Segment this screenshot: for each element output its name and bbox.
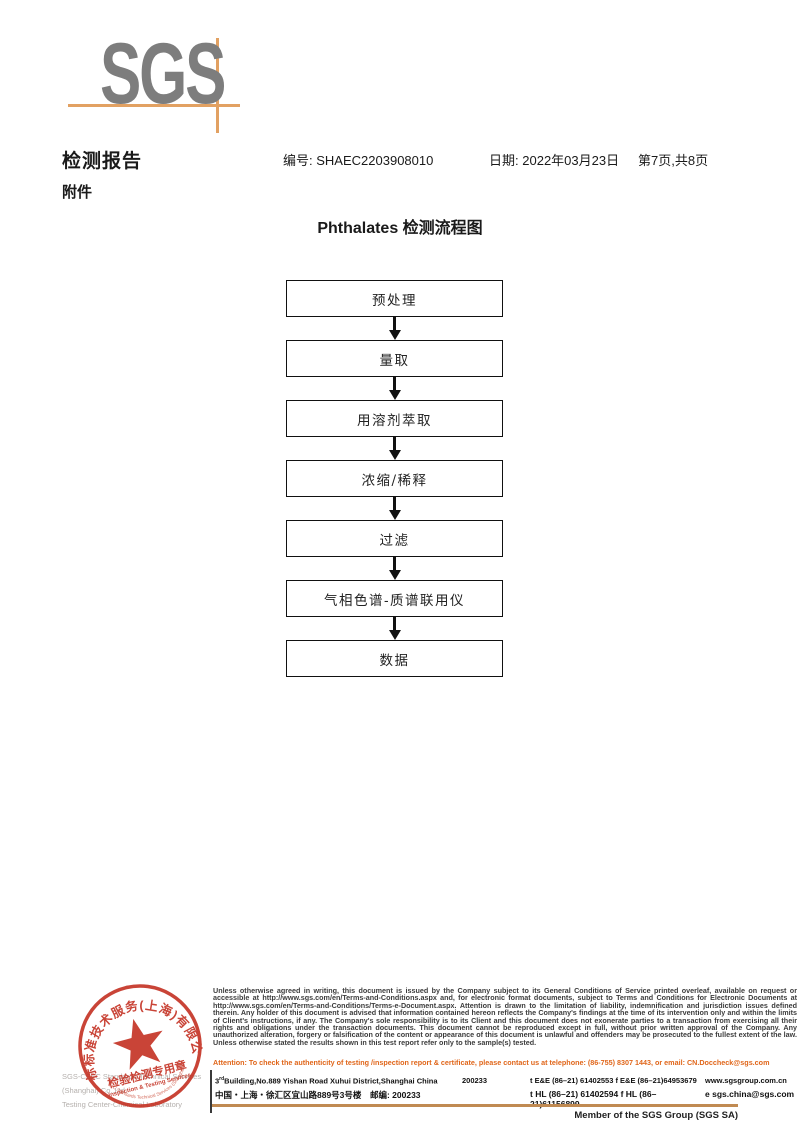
sgs-logo: SGS [100, 26, 226, 122]
logo-vertical-line [216, 38, 219, 133]
flowchart-step-pretreatment: 预处理 [286, 280, 503, 317]
page-title: 检测报告 [62, 151, 143, 172]
arrow-down-icon [286, 497, 503, 520]
phone-en: t E&E (86–21) 61402553 f E&E (86–21)6495… [530, 1076, 697, 1085]
arrow-down-icon [286, 317, 503, 340]
flowchart-step-filter: 过滤 [286, 520, 503, 557]
report-number: 编号: SHAEC2203908010 [283, 150, 433, 169]
email: e sgs.china@sgs.com [705, 1089, 795, 1099]
arrow-down-icon [286, 437, 503, 460]
address-divider-bar [210, 1070, 212, 1113]
postcode-en: 200233 [462, 1076, 488, 1085]
page-indicator: 第7页,共8页 [638, 153, 709, 168]
arrow-down-icon [286, 557, 503, 580]
attention-notice: Attention: To check the authenticity of … [213, 1058, 770, 1067]
flowchart-step-concentrate-dilute: 浓缩/稀释 [286, 460, 503, 497]
flowchart-step-gcms: 气相色谱-质谱联用仪 [286, 580, 503, 617]
report-date-value: 2022年03月23日 [522, 153, 620, 168]
flowchart-step-measure: 量取 [286, 340, 503, 377]
sgs-member-line: Member of the SGS Group (SGS SA) [574, 1110, 738, 1121]
logo-horizontal-line [68, 104, 240, 107]
address-en: 3rdBuilding,No.889 Yishan Road Xuhui Dis… [215, 1076, 438, 1086]
company-name: SGS-CSTC Standards Technical Services (S… [62, 1072, 202, 1095]
report-number-label: 编号: [283, 153, 313, 168]
attachment-label: 附件 [62, 184, 93, 201]
flowchart-step-data: 数据 [286, 640, 503, 677]
report-number-value: SHAEC2203908010 [316, 153, 434, 168]
website: www.sgsgroup.com.cn [705, 1076, 787, 1085]
arrow-down-icon [286, 377, 503, 400]
legal-disclaimer: Unless otherwise agreed in writing, this… [213, 986, 797, 1047]
arrow-down-icon [286, 617, 503, 640]
footer-rule [212, 1104, 738, 1107]
flowchart: 预处理 量取 用溶剂萃取 浓缩/稀释 过滤 气相色谱-质谱联用仪 数据 [286, 280, 503, 677]
flowchart-title: Phthalates 检测流程图 [317, 220, 483, 237]
address-cn: 中国・上海・徐汇区宜山路889号3号楼 邮编: 200233 [215, 1090, 421, 1100]
star-icon [112, 1018, 163, 1070]
report-date-label: 日期: [489, 153, 519, 168]
flowchart-step-solvent-extraction: 用溶剂萃取 [286, 400, 503, 437]
stamp-ring [78, 984, 202, 1108]
address-row-en: 3rdBuilding,No.889 Yishan Road Xuhui Dis… [215, 1076, 797, 1086]
report-date: 日期: 2022年03月23日 [489, 150, 619, 169]
